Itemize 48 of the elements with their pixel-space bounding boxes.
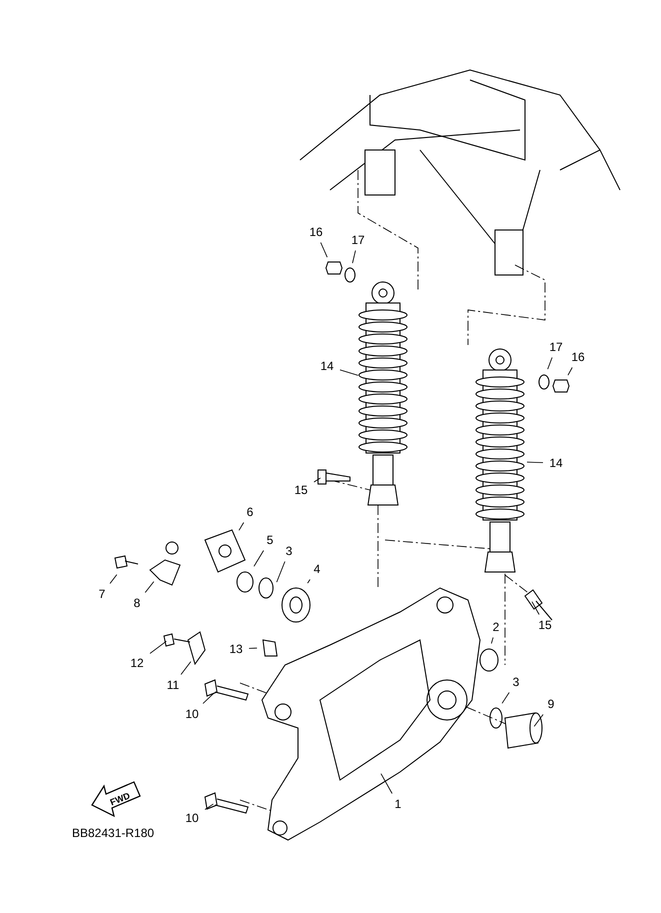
callout-number: 15	[291, 482, 311, 498]
leader-line	[180, 661, 192, 675]
callout-number: 17	[348, 232, 368, 248]
leader-line	[526, 462, 544, 463]
callout-number: 10	[182, 810, 202, 826]
callout-number: 7	[92, 586, 112, 602]
callout-number: 9	[541, 696, 561, 712]
leader-line	[307, 579, 310, 584]
callout-number: 1	[388, 796, 408, 812]
callout-number: 4	[307, 562, 327, 576]
callout-number: 2	[486, 620, 506, 634]
leader-line	[352, 250, 356, 264]
leader-line	[568, 367, 573, 376]
leader-line	[491, 637, 494, 644]
leader-line	[380, 773, 392, 794]
leader-line	[320, 242, 328, 258]
diagram-code: BB82431-R180	[72, 826, 154, 840]
callout-number: 3	[279, 544, 299, 558]
callout-number: 8	[127, 596, 147, 610]
leader-line	[502, 692, 510, 704]
leader-line	[532, 601, 540, 615]
leader-line	[276, 561, 286, 582]
leader-line	[144, 581, 154, 593]
leader-line	[340, 370, 358, 376]
callout-number: 16	[568, 350, 588, 364]
leader-line	[150, 640, 167, 654]
callout-number: 10	[182, 706, 202, 722]
leader-line	[547, 357, 552, 370]
callout-number: 17	[546, 340, 566, 354]
callout-number: 14	[546, 456, 566, 470]
leader-line	[204, 804, 214, 810]
callout-number: 5	[260, 532, 280, 548]
callout-number: 11	[163, 678, 183, 692]
leader-line	[254, 550, 264, 567]
callout-number: 16	[306, 224, 326, 240]
callout-number: 12	[127, 656, 147, 670]
leader-line	[314, 478, 321, 482]
leader-line	[202, 693, 214, 704]
callout-number: 3	[506, 674, 526, 690]
leader-line	[238, 522, 244, 531]
direction-label: FWD	[108, 790, 132, 808]
leader-line	[534, 714, 544, 727]
callout-number: 14	[317, 358, 337, 374]
callout-number: 13	[226, 642, 246, 656]
leader-line	[110, 574, 118, 584]
callout-number: 6	[240, 504, 260, 520]
leader-line	[248, 648, 258, 649]
callout-number: 15	[535, 618, 555, 632]
